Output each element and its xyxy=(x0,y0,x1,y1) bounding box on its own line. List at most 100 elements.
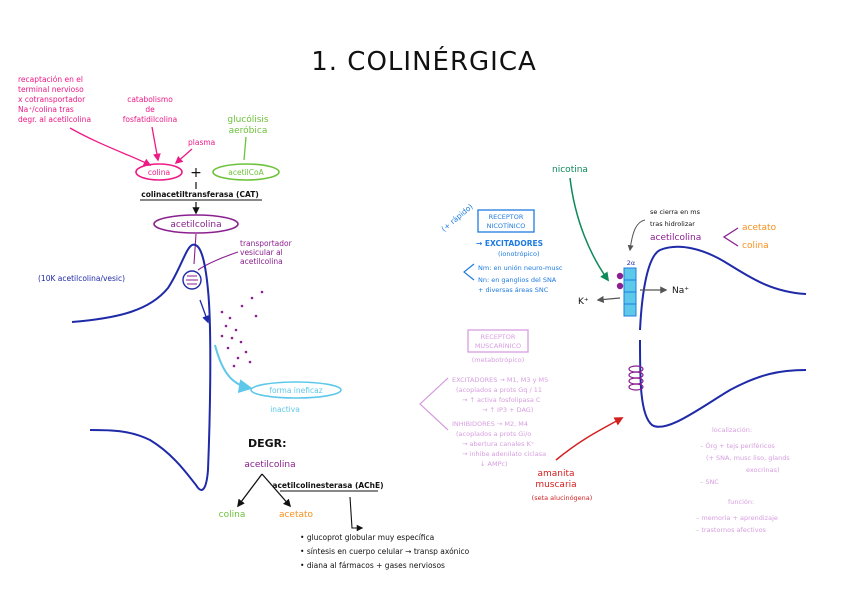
k-label: K⁺ xyxy=(578,297,589,307)
ache-bullet-1: • glucoprot globular muy específica xyxy=(300,533,434,542)
ach-dot xyxy=(255,315,258,318)
ach-dot xyxy=(231,337,234,340)
recapture-note: recaptación en el terminal nervioso x co… xyxy=(18,75,91,124)
ach-dot xyxy=(240,341,243,344)
acetilcoa-label: acetilCoA xyxy=(228,168,264,177)
closing-arrow xyxy=(630,220,645,250)
degr-branch-left xyxy=(238,474,262,506)
ach-dot xyxy=(261,291,264,294)
ache-enzyme-label: acetilcolinesterasa (AChE) xyxy=(272,481,383,490)
muscarine-arrow xyxy=(556,418,622,460)
vesicular-line-3: acetilcolina xyxy=(240,257,283,266)
vesicle-to-cleft-arrow xyxy=(200,300,208,322)
muscarinic-excit-4: → ↑ IP3 + DAG) xyxy=(482,406,533,414)
plus-sign: + xyxy=(190,165,202,181)
muscarine-line-1: amanita xyxy=(537,469,574,479)
muscarinic-sub: (metabotrópico) xyxy=(472,356,525,364)
forma-ineficaz-sub: inactiva xyxy=(270,405,300,414)
ache-bullet-text-1: glucoprot globular muy específica xyxy=(307,533,434,542)
muscarinic-brace xyxy=(420,378,448,430)
glycolysis-line-1: glucólisis xyxy=(227,114,269,125)
nicotinic-title-2: NICOTÍNICO xyxy=(487,221,526,230)
catabolism-arrow xyxy=(152,127,158,160)
muscarinic-inhib-3: → abertura canales K⁺ xyxy=(462,440,534,448)
plasma-label: plasma xyxy=(188,138,215,147)
nicotine-label: nicotina xyxy=(552,165,588,175)
muscarinic-inhib-4: → inhibe adenilato ciclasa xyxy=(462,450,546,458)
location-title: localización: xyxy=(712,426,752,434)
ache-bullet-text-3: diana al fármacos + gases nerviosos xyxy=(307,561,445,570)
ache-bullet-3: • diana al fármacos + gases nerviosos xyxy=(300,561,445,570)
ach-dot xyxy=(237,357,240,360)
catabolism-line-2: de xyxy=(145,105,155,114)
recapture-line-4: Na⁺/colina tras xyxy=(18,105,74,114)
hydrolysis-brace xyxy=(724,228,738,246)
muscarinic-excitatory: EXCITADORES → M1, M3 y M5 (acoplados a p… xyxy=(452,376,548,414)
nicotinic-effect-sub: (ionotrópico) xyxy=(498,250,540,258)
ach-binding-site-1 xyxy=(617,273,623,279)
ache-properties: • glucoprot globular muy específica • sí… xyxy=(300,533,470,570)
vesicle-count-note: (10K acetilcolina/vesic) xyxy=(38,274,125,283)
recapture-line-2: terminal nervioso xyxy=(18,85,84,94)
nicotinic-brace xyxy=(464,264,474,280)
location-item-3: exocrinas) xyxy=(746,466,780,474)
k-arrow xyxy=(598,298,620,300)
ache-bullet-text-2: síntesis en cuerpo celular → transp axón… xyxy=(307,547,470,556)
ach-dot xyxy=(241,305,244,308)
recapture-line-3: x cotransportador xyxy=(18,95,86,104)
muscarine-sub: (seta alucinógena) xyxy=(532,494,593,502)
location-item-4: – SNC xyxy=(700,478,719,486)
ach-dot xyxy=(249,361,252,364)
ach-dot xyxy=(225,325,228,328)
degr-title: DEGR: xyxy=(248,437,287,450)
degr-product-acetato: acetato xyxy=(279,510,314,520)
recapture-line-1: recaptación en el xyxy=(18,75,83,84)
nicotine-arrow xyxy=(570,178,608,280)
nicotinic-location-1: Nm: en unión neuro-musc xyxy=(478,264,563,272)
function-item-1: – memoria + aprendizaje xyxy=(696,514,778,522)
nicotinic-effect: → EXCITADORES xyxy=(476,239,543,248)
glycolysis-note: glucólisis aeróbica xyxy=(227,114,269,136)
vesicular-transporter-note: transportador vesicular al acetilcolina xyxy=(240,239,293,266)
muscarinic-inhib-1: INHIBIDORES → M2, M4 xyxy=(452,420,528,428)
forma-ineficaz-label: forma ineficaz xyxy=(269,386,322,395)
ach-dot xyxy=(221,311,224,314)
muscarinic-inhibitory: INHIBIDORES → M2, M4 (acoplados a prots … xyxy=(452,420,546,468)
muscarinic-excit-1: EXCITADORES → M1, M3 y M5 xyxy=(452,376,548,384)
location-item-1: – Órg + tejs periféricos xyxy=(700,441,775,450)
right-acetato: acetato xyxy=(742,223,777,233)
right-hyperpolarization-curve xyxy=(640,340,806,427)
ach-dot xyxy=(245,351,248,354)
glycolysis-arrow xyxy=(244,137,246,160)
recapture-arrow xyxy=(70,128,150,165)
muscarinic-excit-2: (acoplados a prots Gq / 11 xyxy=(456,386,542,394)
muscarinic-inhib-5: ↓ AMPc) xyxy=(480,460,508,468)
location-function-notes: localización: – Órg + tejs periféricos (… xyxy=(696,426,790,534)
ach-dot xyxy=(229,317,232,320)
vesicular-line-2: vesicular al xyxy=(240,248,283,257)
catabolism-line-1: catabolismo xyxy=(127,95,173,104)
nicotinic-locations: Nm: en unión neuro-musc Nn: en ganglios … xyxy=(478,264,563,294)
ach-dot xyxy=(221,335,224,338)
right-action-potential-curve xyxy=(640,247,806,330)
muscarinic-title-1: RECEPTOR xyxy=(481,333,516,341)
inactivation-arrow xyxy=(215,345,250,388)
closing-note: se cierra en ms tras hidrolizar xyxy=(650,208,701,228)
ach-binding-site-2 xyxy=(617,283,623,289)
glycolysis-line-2: aeróbica xyxy=(229,125,268,136)
nicotinic-location-3: + diversas áreas SNC xyxy=(478,286,549,294)
degr-substrate: acetilcolina xyxy=(244,460,295,470)
na-label: Na⁺ xyxy=(672,286,689,296)
function-item-2: – trastornos afectivos xyxy=(696,526,767,534)
nicotinic-title-1: RECEPTOR xyxy=(489,213,524,221)
alpha-label: 2α xyxy=(627,259,635,267)
muscarinic-inhib-2: (acoplados a prots Gi/o xyxy=(456,430,531,438)
cat-enzyme-label: colinacetiltransferasa (CAT) xyxy=(141,190,259,199)
catabolism-line-3: fosfatidilcolina xyxy=(123,115,178,124)
ach-dot xyxy=(227,347,230,350)
closing-line-2: tras hidrolizar xyxy=(650,220,695,228)
released-acetylcholine-dots xyxy=(221,291,264,368)
location-item-2: (+ SNA, musc liso, glands xyxy=(706,454,790,462)
closing-line-1: se cierra en ms xyxy=(650,208,701,216)
